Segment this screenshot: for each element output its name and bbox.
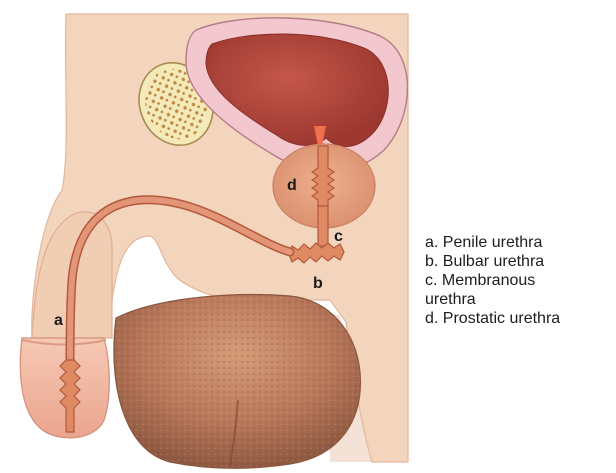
marker-c: c [334,229,343,245]
legend-item-bulbar-urethra: b. Bulbar urethra [425,252,560,271]
urethra-membranous [318,206,328,246]
legend-item-prostatic-urethra: d. Prostatic urethra [425,309,560,328]
legend-item-penile-urethra: a. Penile urethra [425,233,560,252]
legend-item-membranous-urethra-cont: urethra [425,290,560,309]
marker-a: a [54,313,63,329]
scrotum-texture [114,295,361,469]
marker-d: d [287,178,297,194]
marker-b: b [313,276,323,292]
legend: a. Penile urethra b. Bulbar urethra c. M… [425,233,560,328]
legend-item-membranous-urethra: c. Membranous [425,271,560,290]
